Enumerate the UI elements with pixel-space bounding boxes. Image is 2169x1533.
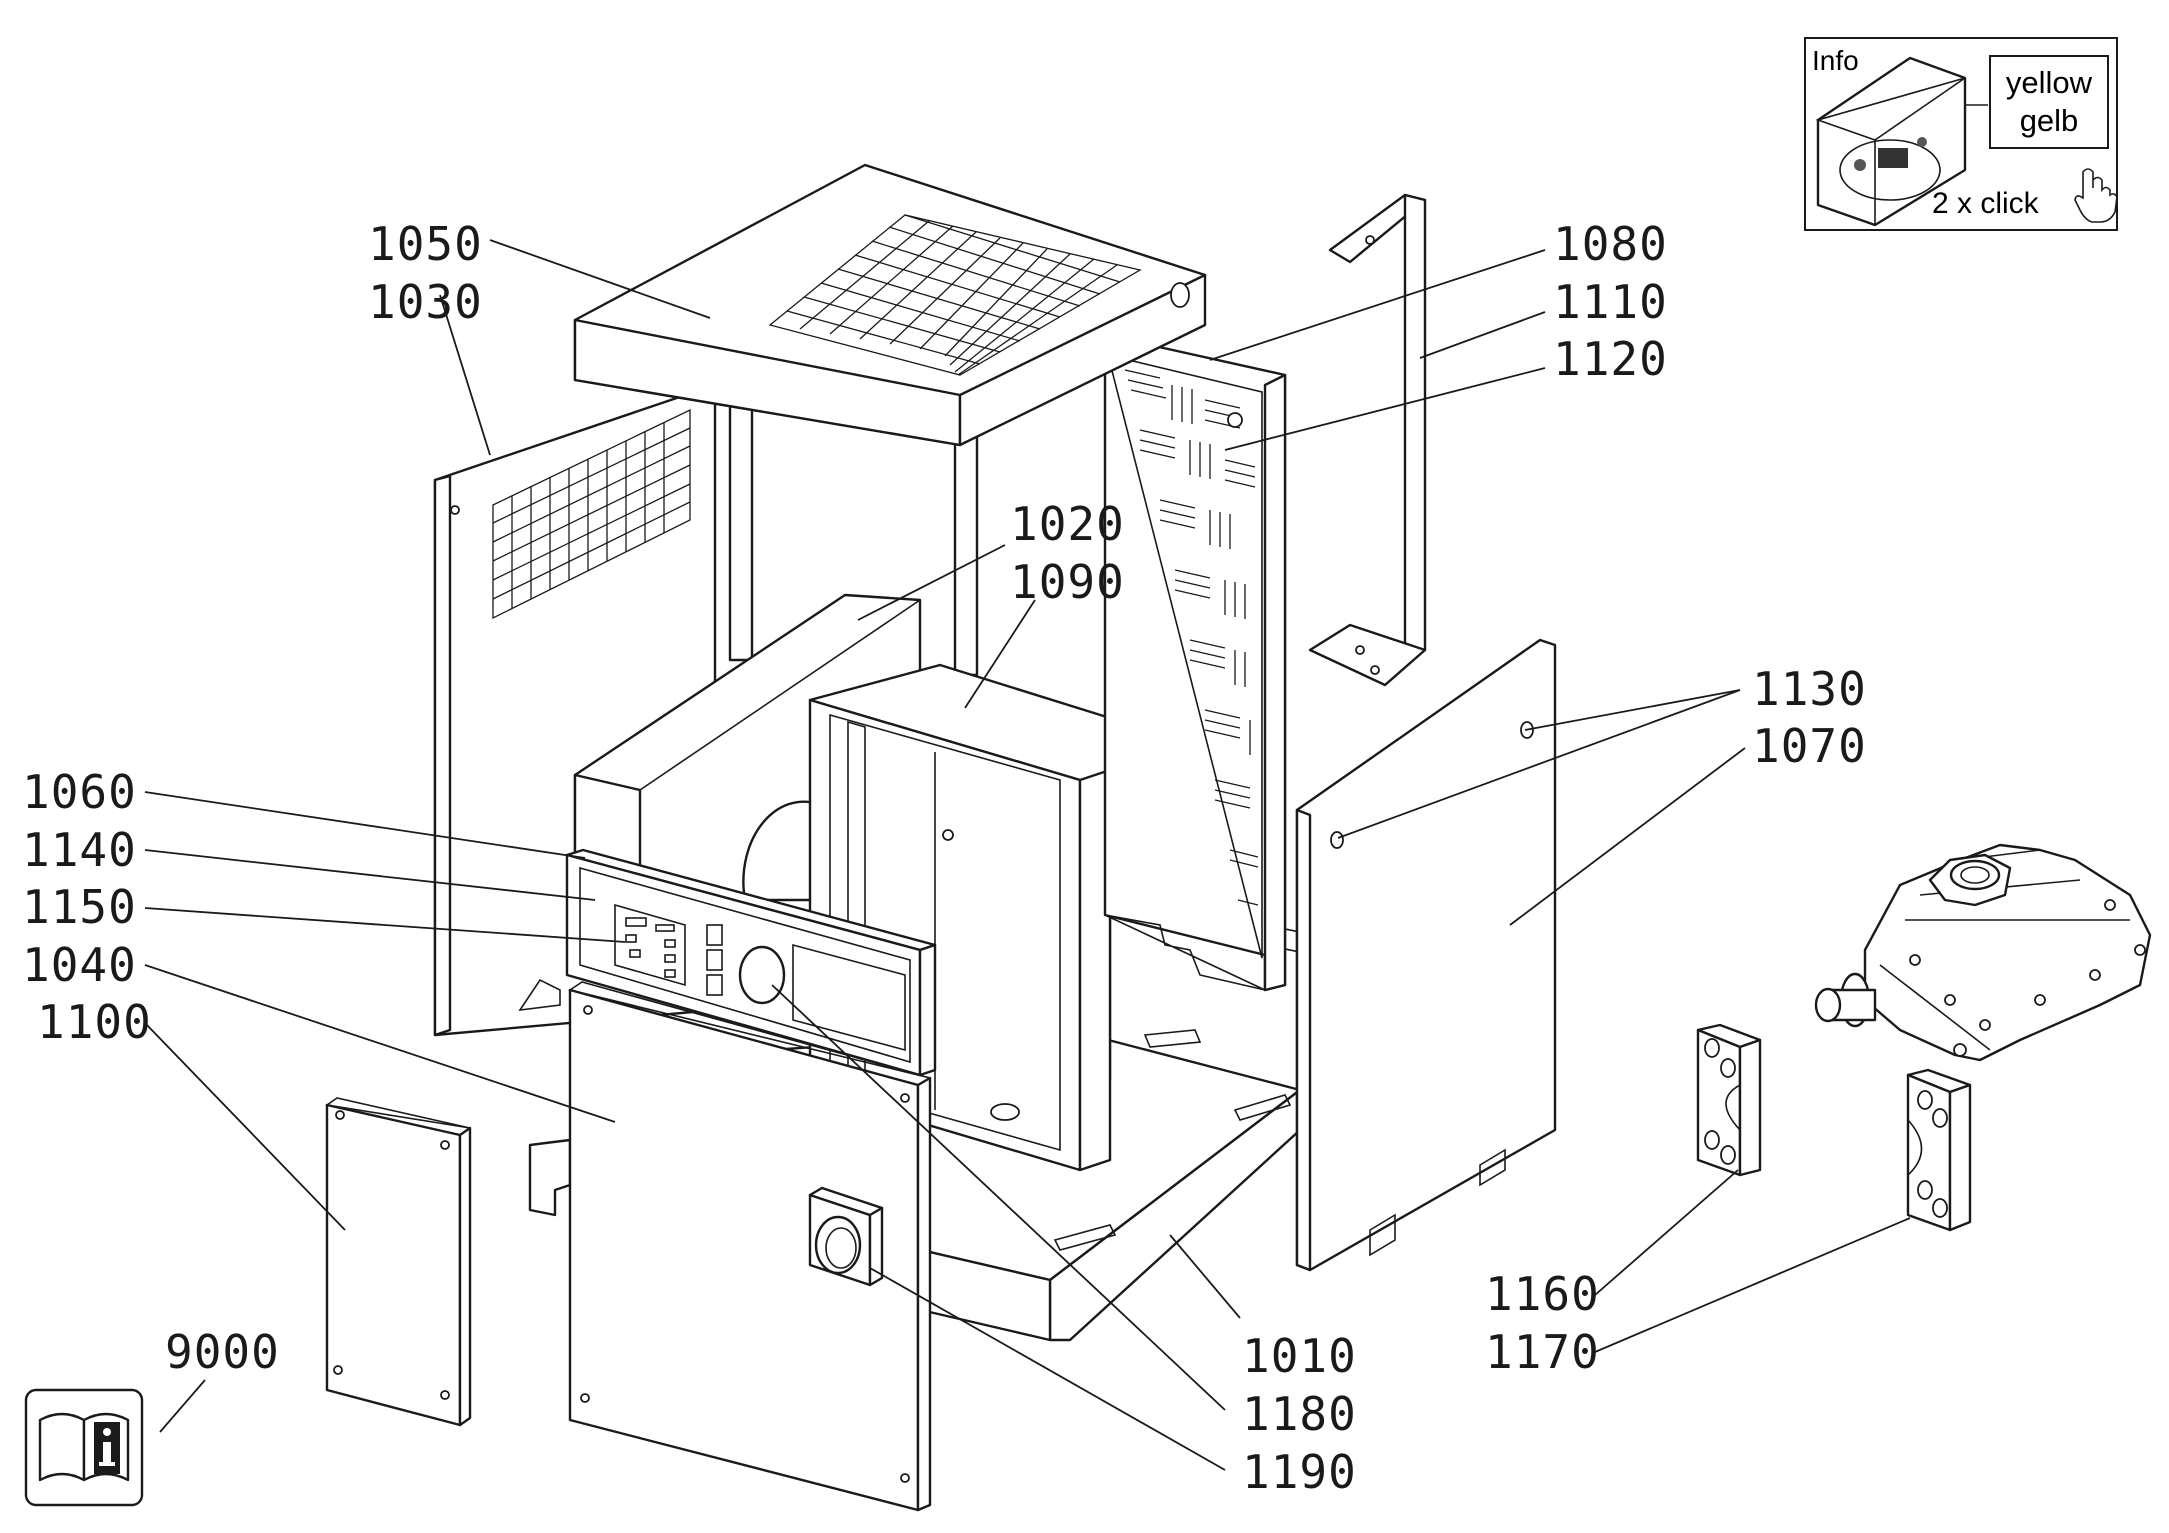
info-title: Info [1812, 45, 1859, 76]
leader-lines [144, 239, 1911, 1471]
part-1160-mount-block [1696, 1023, 1762, 1177]
label-1090: 1090 [1010, 555, 1125, 609]
label-1040: 1040 [22, 938, 137, 992]
color-german: gelb [2020, 103, 2079, 138]
label-1070: 1070 [1752, 719, 1867, 773]
label-1020: 1020 [1010, 497, 1125, 551]
part-1050-top-cover [573, 163, 1207, 447]
label-1030: 1030 [368, 275, 483, 329]
part-1120-rear-panel [1103, 333, 1287, 992]
part-1060-control-panel [565, 848, 937, 1077]
label-1190: 1190 [1242, 1445, 1357, 1499]
color-english: yellow [2006, 65, 2093, 100]
label-1050: 1050 [368, 217, 483, 271]
left-panel-vent-grid [492, 408, 691, 620]
label-1120: 1120 [1553, 332, 1668, 386]
part-1150-controller-display [614, 903, 686, 987]
label-1110: 1110 [1553, 275, 1668, 329]
label-1010: 1010 [1242, 1329, 1357, 1383]
part-number-labels: 1050 1030 1080 1110 1120 1020 1090 1130 … [22, 217, 1867, 1499]
part-1090-front-box [808, 663, 1112, 1172]
label-1180: 1180 [1242, 1387, 1357, 1441]
info-box[interactable]: Info yellow gelb 2 x click [1804, 37, 2118, 231]
label-1160: 1160 [1485, 1267, 1600, 1321]
part-1190-emergency-button [808, 1186, 884, 1287]
part-1110-bracket [1308, 193, 1427, 687]
part-1180-main-switch [738, 945, 786, 1005]
color-swatch-box [1989, 55, 2109, 149]
top-cover-vent-grid [768, 214, 1142, 376]
part-1170-mount-block [1906, 1068, 1972, 1232]
label-1150: 1150 [22, 880, 137, 934]
hand-pointer-icon [2074, 168, 2118, 223]
double-click-hint: 2 x click [1932, 187, 2040, 220]
indicator-lights [706, 924, 723, 996]
compressor-airend [1814, 843, 2152, 1062]
part-1100-small-door [324, 1097, 472, 1427]
label-9000: 9000 [165, 1325, 280, 1379]
label-1100: 1100 [37, 995, 152, 1049]
acoustic-foam-pattern [1106, 353, 1263, 959]
label-1060: 1060 [22, 765, 137, 819]
manual-info-icon[interactable] [24, 1388, 144, 1507]
label-1140: 1140 [22, 823, 137, 877]
label-1170: 1170 [1485, 1325, 1600, 1379]
label-1080: 1080 [1553, 217, 1668, 271]
label-1130: 1130 [1752, 662, 1867, 716]
info-thumbnail [1815, 56, 1967, 227]
part-1070-right-panel [1295, 638, 1557, 1272]
part-1040-front-door [528, 981, 932, 1512]
